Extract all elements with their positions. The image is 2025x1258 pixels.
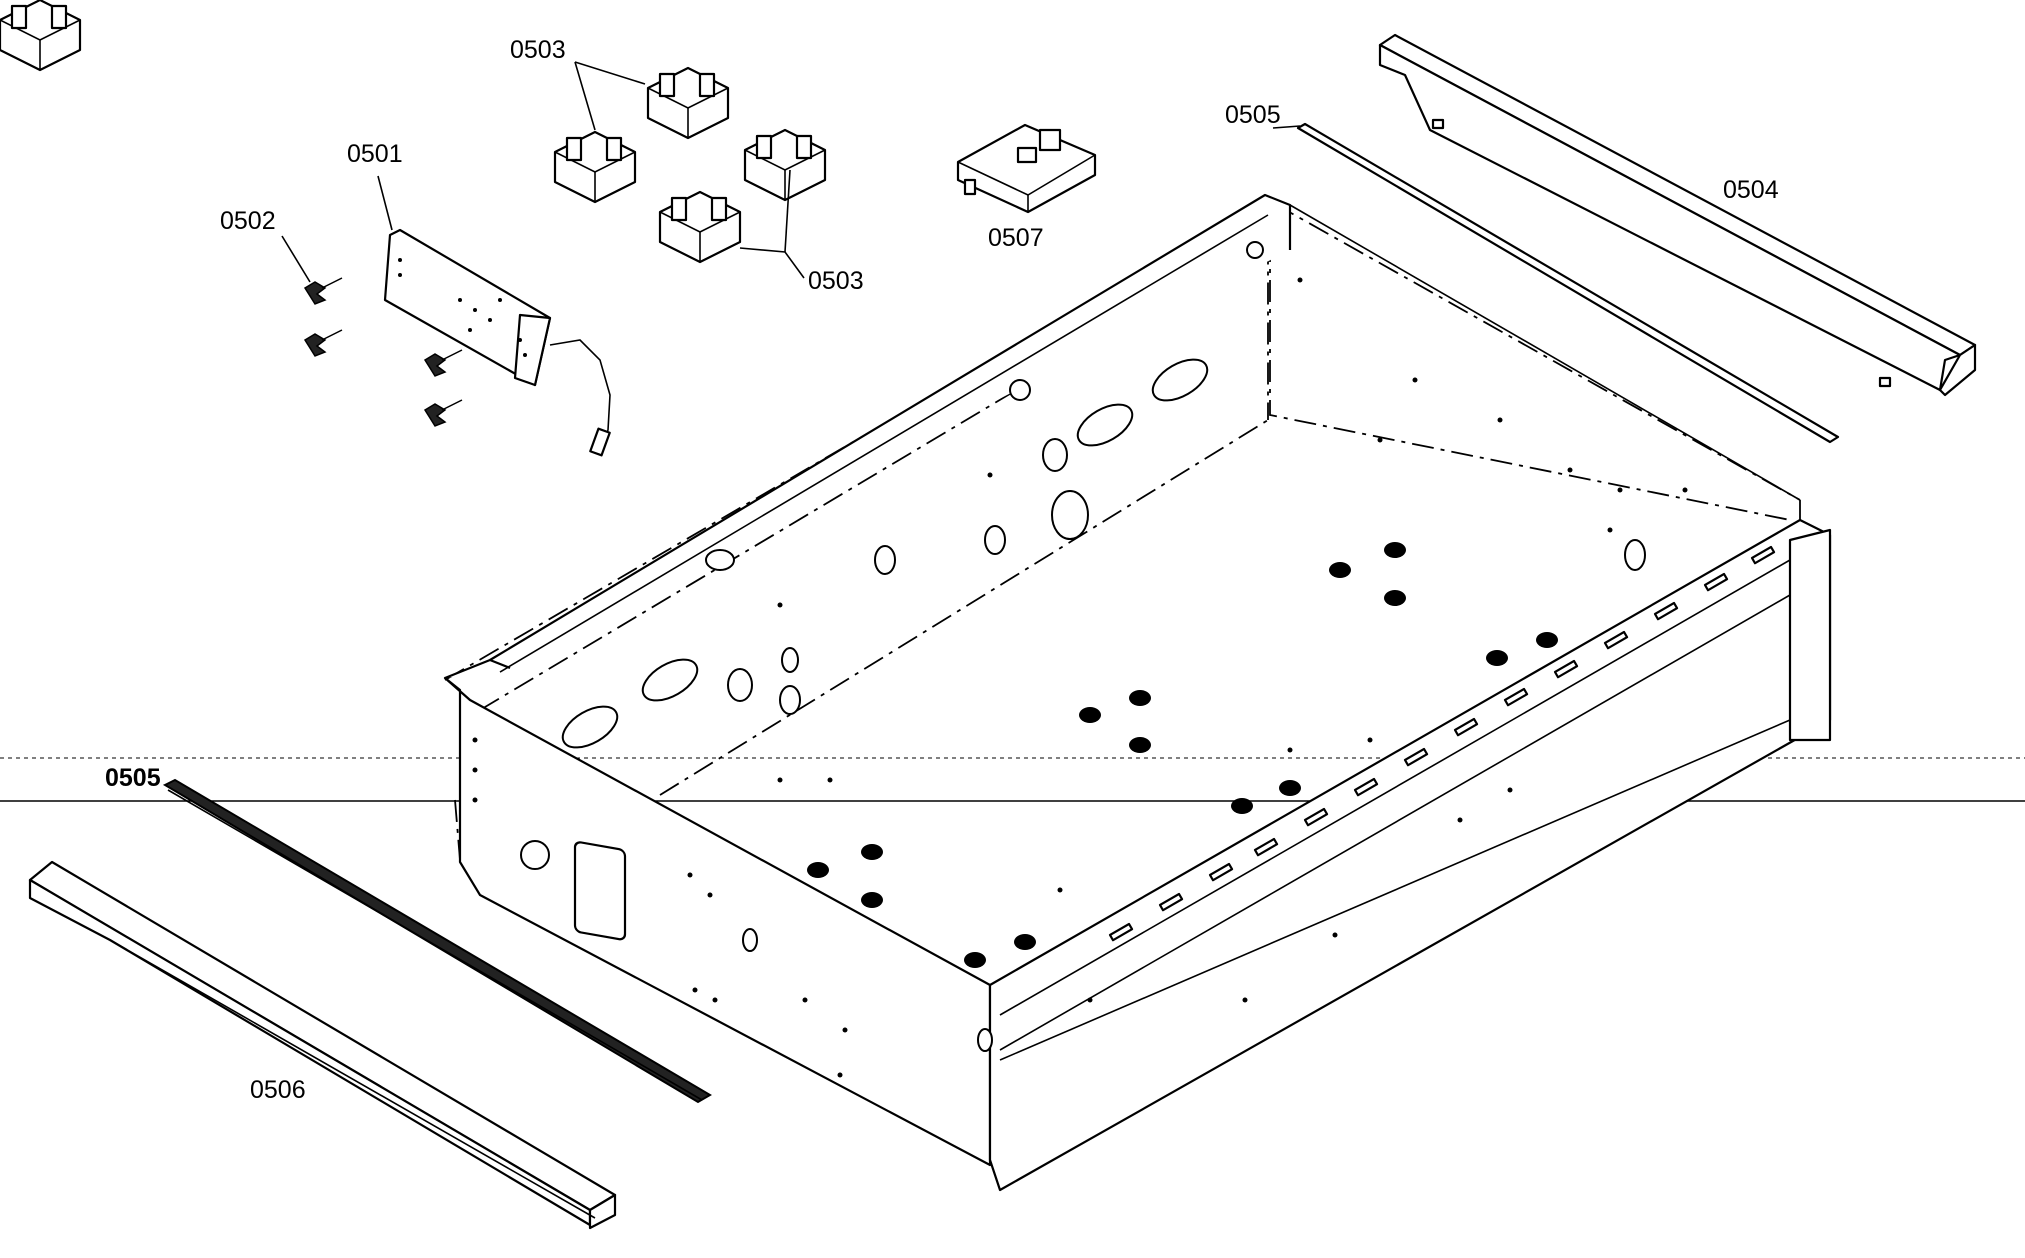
leader-lines <box>281 61 1301 283</box>
chassis-small-holes <box>472 277 1688 1078</box>
label-0501: 0501 <box>347 140 403 168</box>
label-0506: 0506 <box>250 1076 306 1104</box>
label-0503-top: 0503 <box>510 36 566 64</box>
label-0505-top: 0505 <box>1225 101 1281 129</box>
part-0501-control-board <box>383 228 611 457</box>
part-0506-front-trim <box>28 860 617 1230</box>
part-0502-screws <box>303 277 463 427</box>
label-0507: 0507 <box>988 224 1044 252</box>
part-0503-blocks <box>0 0 827 264</box>
part-0507-module <box>956 123 1097 214</box>
label-0503-bottom: 0503 <box>808 267 864 295</box>
label-0505-bottom: 0505 <box>105 764 161 792</box>
standoffs <box>807 542 1558 968</box>
callout-labels: 0503 0501 0502 0503 0507 0505 0504 0505 … <box>105 36 1779 1104</box>
front-wall-slots <box>1108 545 1776 942</box>
part-0504-rear-trim <box>1378 33 1977 397</box>
label-0504: 0504 <box>1723 176 1779 204</box>
part-0505-upper-strip <box>1296 122 1840 444</box>
chassis-box <box>443 193 1832 1192</box>
part-0505-lower-strip <box>162 778 712 1104</box>
label-0502: 0502 <box>220 207 276 235</box>
